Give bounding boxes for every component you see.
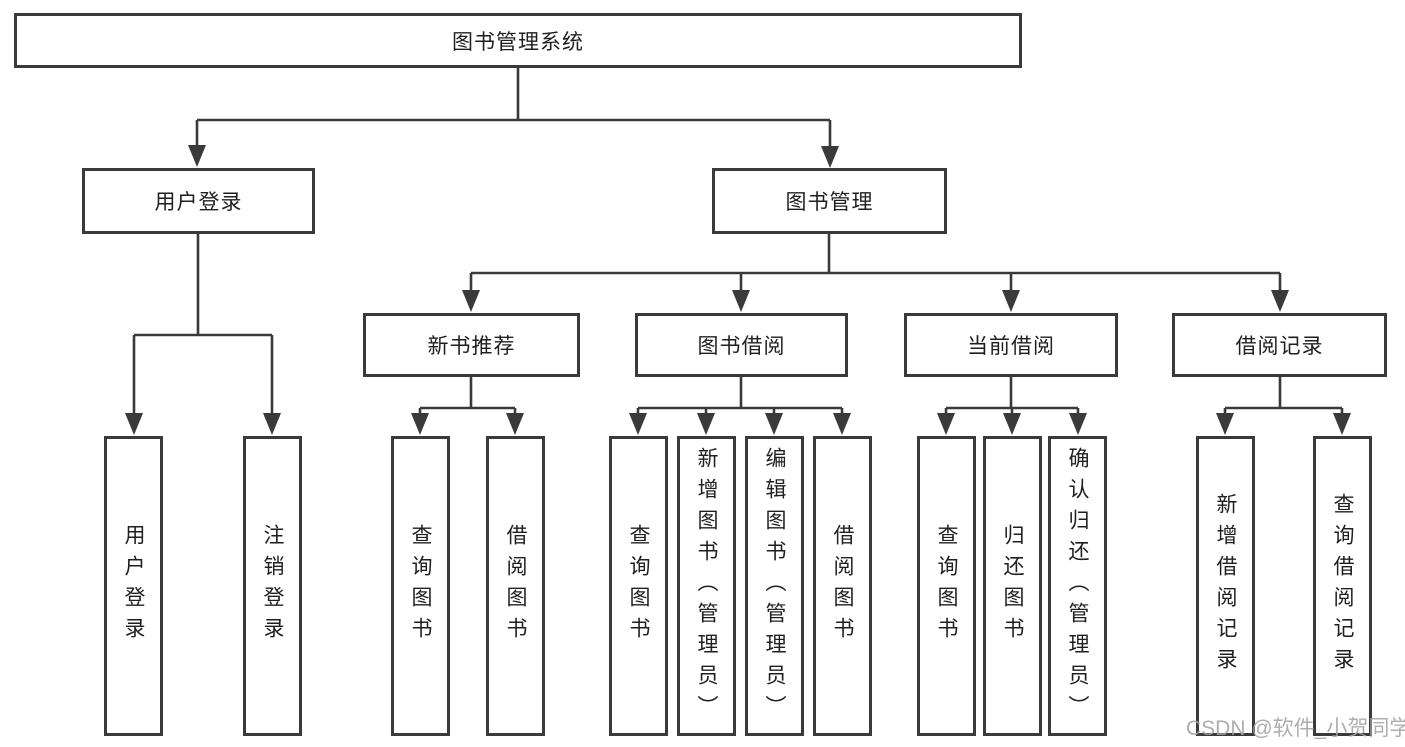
- leaf-current-return-label: 归还图书: [1001, 524, 1024, 648]
- arrowhead-icon: [506, 413, 524, 435]
- node-new-books: 新书推荐: [363, 313, 580, 377]
- leaf-newbooks-borrow-label: 借阅图书: [504, 524, 527, 648]
- leaf-records-query: 查询借阅记录: [1313, 436, 1372, 736]
- leaf-records-query-label: 查询借阅记录: [1331, 493, 1354, 679]
- leaf-borrow-query: 查询图书: [609, 436, 668, 736]
- leaf-logout: 注销登录: [243, 436, 302, 736]
- edge-current-borrow-branch: [944, 377, 1080, 418]
- node-borrow-records-label: 借阅记录: [1235, 335, 1324, 358]
- leaf-current-confirm-return-label: 确认归还（管理员）: [1066, 446, 1089, 726]
- leaf-current-return: 归还图书: [983, 436, 1042, 736]
- leaf-records-add: 新增借阅记录: [1196, 436, 1255, 736]
- arrowhead-icon: [1216, 413, 1234, 435]
- node-user-login-label: 用户登录: [154, 191, 243, 214]
- leaf-newbooks-query: 查询图书: [391, 436, 450, 736]
- leaf-current-query-label: 查询图书: [935, 524, 958, 648]
- arrowhead-icon: [937, 413, 955, 435]
- arrowhead-icon: [697, 413, 715, 435]
- leaf-logout-label: 注销登录: [261, 524, 284, 648]
- arrowhead-icon: [188, 145, 206, 167]
- leaf-newbooks-borrow: 借阅图书: [486, 436, 545, 736]
- leaf-borrow-edit: 编辑图书（管理员）: [745, 436, 804, 736]
- arrowhead-icon: [411, 413, 429, 435]
- node-new-books-label: 新书推荐: [427, 335, 516, 358]
- arrowhead-icon: [1069, 413, 1087, 435]
- arrowhead-icon: [1002, 290, 1020, 312]
- edge-new-books-branch: [418, 377, 517, 418]
- arrowhead-icon: [732, 290, 750, 312]
- node-book-management: 图书管理: [712, 168, 947, 234]
- node-root-label: 图书管理系统: [452, 30, 584, 54]
- arrowhead-icon: [125, 413, 143, 435]
- node-current-borrow-label: 当前借阅: [967, 335, 1055, 358]
- leaf-borrow-book: 借阅图书: [813, 436, 872, 736]
- arrowheads: [125, 145, 1351, 435]
- arrowhead-icon: [1271, 290, 1289, 312]
- leaf-user-login: 用户登录: [104, 436, 163, 736]
- edge-book-management-branch: [469, 233, 1282, 295]
- leaf-current-query: 查询图书: [917, 436, 976, 736]
- node-current-borrow: 当前借阅: [904, 313, 1118, 377]
- edge-borrow-records-branch: [1223, 377, 1344, 418]
- edge-user-login-branch: [132, 234, 274, 418]
- edge-book-borrow-branch: [636, 377, 844, 418]
- arrowhead-icon: [821, 146, 839, 168]
- leaf-borrow-book-label: 借阅图书: [831, 524, 854, 648]
- leaf-borrow-add: 新增图书（管理员）: [677, 436, 736, 736]
- leaf-records-add-label: 新增借阅记录: [1214, 493, 1237, 679]
- arrowhead-icon: [263, 413, 281, 435]
- arrowhead-icon: [629, 413, 647, 435]
- node-borrow-records: 借阅记录: [1172, 313, 1387, 377]
- node-user-login: 用户登录: [82, 168, 315, 234]
- arrowhead-icon: [1003, 413, 1021, 435]
- leaf-current-confirm-return: 确认归还（管理员）: [1048, 436, 1107, 736]
- edge-root-branch: [195, 68, 832, 150]
- csdn-watermark: CSDN @软件_小贺同学: [1186, 717, 1405, 740]
- node-book-management-label: 图书管理: [785, 191, 874, 214]
- node-root: 图书管理系统: [14, 13, 1022, 68]
- arrowhead-icon: [1333, 413, 1351, 435]
- arrowhead-icon: [833, 413, 851, 435]
- leaf-borrow-edit-label: 编辑图书（管理员）: [763, 446, 786, 726]
- leaf-borrow-query-label: 查询图书: [627, 524, 650, 648]
- leaf-newbooks-query-label: 查询图书: [409, 524, 432, 648]
- node-book-borrow-label: 图书借阅: [697, 335, 786, 358]
- leaf-user-login-label: 用户登录: [122, 524, 145, 648]
- arrowhead-icon: [765, 413, 783, 435]
- node-book-borrow: 图书借阅: [635, 313, 848, 377]
- leaf-borrow-add-label: 新增图书（管理员）: [695, 446, 718, 726]
- tree-edges: [132, 68, 1344, 418]
- arrowhead-icon: [462, 290, 480, 312]
